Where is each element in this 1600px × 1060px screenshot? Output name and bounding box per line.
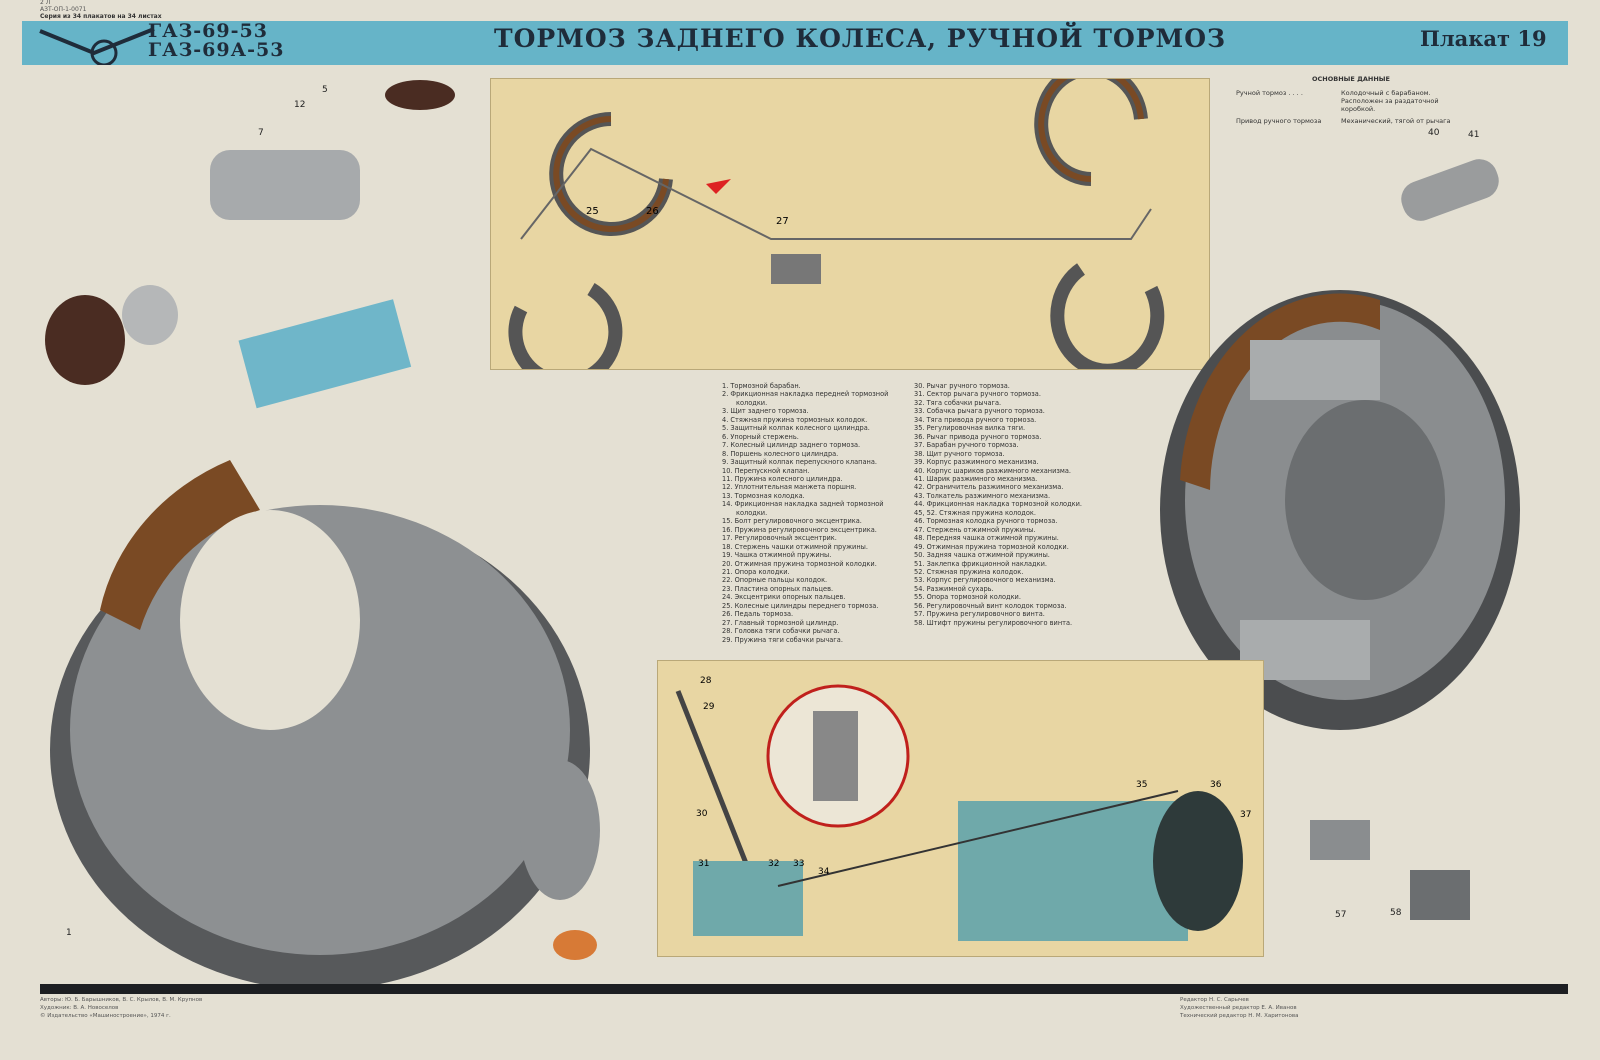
legend-item: 35. Регулировочная вилка тяги. [914, 424, 1026, 433]
legend-item: 53. Корпус регулировочного механизма. [914, 576, 1056, 585]
brake-circuit-diagram: 25 26 27 [508, 62, 1165, 389]
legend-item: 24. Эксцентрики опорных пальцев. [722, 593, 846, 602]
callout: 32 [768, 859, 779, 869]
legend-item: 10. Перепускной клапан. [722, 466, 810, 475]
legend-item: 54. Разжимной сухарь. [914, 584, 994, 593]
legend-item: 39. Корпус разжимного механизма. [914, 458, 1039, 467]
legend-item: 26. Педаль тормоза. [722, 610, 794, 619]
legend-item: 38. Щит ручного тормоза. [914, 449, 1005, 458]
callout: 1 [66, 928, 72, 938]
callout: 34 [818, 867, 830, 877]
model-names: ГАЗ-69-53 ГАЗ-69А-53 [148, 20, 285, 61]
callout: 37 [1240, 810, 1251, 820]
series-info: 2 Л АЗТ-ОП-1-0071 Серия из 34 плакатов н… [40, 0, 162, 20]
legend-item: 55. Опора тормозной колодки. [914, 593, 1021, 602]
legend-item: 42. Ограничитель разжимного механизма. [914, 483, 1064, 492]
hand-brake-illustration [1160, 159, 1520, 920]
callout: 12 [294, 100, 306, 110]
legend-item: 58. Штифт пружины регулировочного винта. [914, 618, 1073, 627]
rear-wheel-brake-illustration [45, 80, 600, 990]
legend-item: 17. Регулировочный эксцентрик. [722, 534, 837, 543]
legend-item: 47. Стержень отжимной пружины. [914, 525, 1036, 534]
parts-legend-column-2: 30. Рычаг ручного тормоза.31. Сектор рыч… [914, 382, 1089, 627]
legend-item: 36. Рычаг привода ручного тормоза. [914, 432, 1042, 441]
legend-item: 23. Пластина опорных пальцев. [722, 584, 834, 593]
callout: 25 [586, 206, 599, 217]
basic-data-row: Привод ручного тормоза Механический, тяг… [1236, 117, 1451, 125]
legend-item: 20. Отжимная пружина тормозной колодки. [722, 559, 877, 568]
gaz-deer-logo-icon [39, 27, 155, 65]
legend-item: 11. Пружина колесного цилиндра. [722, 474, 843, 483]
callout: 27 [776, 216, 789, 227]
legend-item: 3. Щит заднего тормоза. [722, 407, 809, 416]
legend-item: 5. Защитный колпак колесного цилиндра. [722, 424, 870, 433]
legend-item: 40. Корпус шариков разжимного механизма. [914, 466, 1072, 475]
legend-item: 16. Пружина регулировочного эксцентрика. [722, 525, 877, 534]
basic-data-row: Ручной тормоз . . . . Колодочный с бараб… [1236, 89, 1439, 113]
callout: 57 [1335, 910, 1347, 920]
legend-item: 2. Фрикционная накладка передней тормозн… [722, 390, 889, 407]
callout: 31 [698, 859, 709, 869]
callout: 33 [793, 859, 804, 869]
callout: 29 [703, 702, 715, 712]
legend-item: 7. Колесный цилиндр заднего тормоза. [722, 441, 861, 450]
hydraulic-system-schematic: 25 26 27 [490, 62, 1210, 389]
legend-item: 44. Фрикционная накладка тормозной колод… [914, 500, 1083, 509]
callout: 28 [700, 676, 712, 686]
credits-right: Редактор Н. С. Сарычев Художественный ре… [1180, 997, 1299, 1019]
callout: 30 [696, 809, 708, 819]
legend-item: 1. Тормозной барабан. [722, 382, 801, 390]
legend-item: 33. Собачка рычага ручного тормоза. [914, 407, 1045, 416]
legend-item: 13. Тормозная колодка. [722, 491, 805, 500]
legend-item: 22. Опорные пальцы колодок. [722, 576, 828, 585]
legend-item: 31. Сектор рычага ручного тормоза. [914, 390, 1041, 399]
legend-item: 4. Стяжная пружина тормозных колодок. [722, 415, 868, 424]
legend-item: 14. Фрикционная накладка задней тормозно… [722, 500, 884, 517]
basic-data: ОСНОВНЫЕ ДАННЫЕ Ручной тормоз . . . . Ко… [1236, 75, 1466, 129]
hand-brake-linkage-diagram: 28 29 30 31 32 33 34 35 36 37 [675, 676, 1251, 941]
legend-item: 12. Уплотнительная манжета поршня. [722, 483, 857, 492]
legend-item: 18. Стержень чашки отжимной пружины. [722, 542, 868, 551]
legend-item: 27. Главный тормозной цилиндр. [722, 618, 839, 627]
legend-item: 43. Толкатель разжимного механизма. [914, 491, 1051, 500]
legend-item: 52. Стяжная пружина колодок. [914, 567, 1024, 576]
parts-legend-column-1: 1. Тормозной барабан.2. Фрикционная накл… [722, 382, 897, 644]
legend-item: 6. Упорный стержень. [722, 432, 799, 441]
legend-item: 19. Чашка отжимной пружины. [722, 551, 832, 560]
callout: 7 [258, 128, 264, 138]
legend-item: 41. Шарик разжимного механизма. [914, 474, 1038, 483]
callout: 26 [646, 206, 659, 217]
legend-item: 30. Рычаг ручного тормоза. [914, 382, 1010, 390]
legend-item: 28. Головка тяги собачки рычага. [722, 627, 840, 636]
legend-item: 45, 52. Стяжная пружина колодок. [914, 508, 1036, 517]
legend-item: 48. Передняя чашка отжимной пружины. [914, 534, 1059, 543]
callout: 5 [322, 85, 328, 95]
footer-bar [40, 984, 1568, 994]
legend-item: 8. Поршень колесного цилиндра. [722, 449, 839, 458]
credits-left: Авторы: Ю. Б. Барышников, В. С. Крылов, … [40, 997, 203, 1019]
legend-item: 29. Пружина тяги собачки рычага. [722, 635, 843, 644]
callout: 36 [1210, 780, 1222, 790]
callout: 41 [1468, 130, 1480, 140]
legend-item: 51. Заклепка фрикционной накладки. [914, 559, 1047, 568]
callout: 58 [1390, 908, 1402, 918]
poster-number: Плакат 19 [1420, 26, 1547, 51]
legend-item: 49. Отжимная пружина тормозной колодки. [914, 542, 1069, 551]
legend-item: 9. Защитный колпак перепускного клапана. [722, 458, 877, 467]
hand-brake-linkage-panel: 28 29 30 31 32 33 34 35 36 37 [657, 660, 1264, 957]
legend-item: 50. Задняя чашка отжимной пружины. [914, 551, 1050, 560]
legend-item: 15. Болт регулировочного эксцентрика. [722, 517, 862, 526]
legend-item: 37. Барабан ручного тормоза. [914, 441, 1019, 450]
title-band [22, 21, 1568, 65]
callout: 40 [1428, 128, 1440, 138]
legend-item: 25. Колесные цилиндры переднего тормоза. [722, 601, 879, 610]
legend-item: 21. Опора колодки. [722, 567, 790, 576]
callout: 35 [1136, 780, 1147, 790]
legend-item: 56. Регулировочный винт колодок тормоза. [914, 601, 1067, 610]
legend-item: 46. Тормозная колодка ручного тормоза. [914, 517, 1058, 526]
poster-title: ТОРМОЗ ЗАДНЕГО КОЛЕСА, РУЧНОЙ ТОРМОЗ [493, 24, 1227, 53]
legend-item: 32. Тяга собачки рычага. [914, 398, 1002, 407]
legend-item: 57. Пружина регулировочного винта. [914, 610, 1045, 619]
legend-item: 34. Тяга привода ручного тормоза. [914, 415, 1037, 424]
